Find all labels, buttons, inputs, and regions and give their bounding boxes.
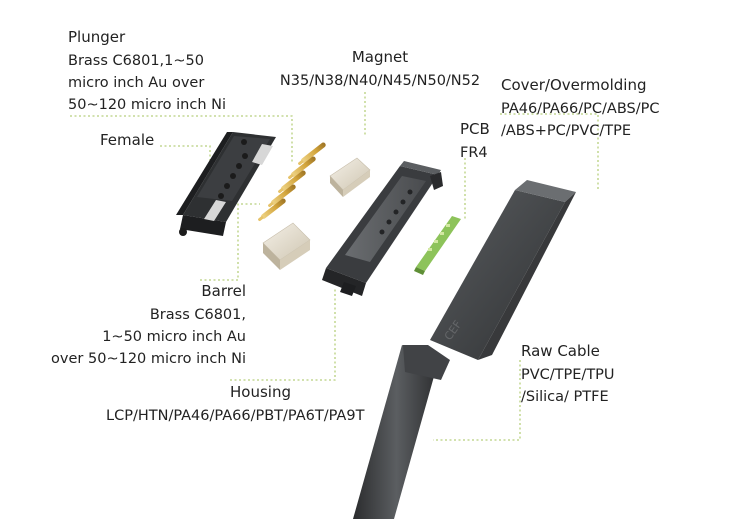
barrel-spec-line-3: over 50~120 micro inch Ni <box>51 351 246 367</box>
raw-cable-title: Raw Cable <box>521 342 600 360</box>
leader-female <box>160 145 211 196</box>
raw-cable-spec-line-1: PVC/TPE/TPU <box>521 367 615 383</box>
pcb-title: PCB <box>460 120 490 138</box>
female-part <box>176 132 276 236</box>
barrel-spec-line-1: Brass C6801, <box>149 307 246 323</box>
cable-assembly: CEF <box>353 180 576 519</box>
magnet-label: Magnet N35/N38/N40/N45/N50/N52 <box>255 46 505 92</box>
plunger-spec-line-1: Brass C6801,1~50 <box>68 53 204 69</box>
pcb-label: PCB FR4 <box>460 118 490 164</box>
cover-title: Cover/Overmolding <box>501 76 647 94</box>
housing-title: Housing <box>230 383 291 401</box>
pcb-part <box>414 216 461 275</box>
magnet-bottom <box>262 222 311 270</box>
housing-label: Housing LCP/HTN/PA46/PA66/PBT/PA6T/PA9T <box>106 381 396 427</box>
leader-plunger <box>70 115 293 164</box>
plunger-title: Plunger <box>68 28 126 46</box>
female-label: Female <box>100 129 154 153</box>
raw-cable-spec-line-2: /Silica/ PTFE <box>521 389 609 405</box>
cover-spec-line-1: PA46/PA66/PC/ABS/PC <box>501 101 660 117</box>
leader-cover <box>500 113 599 191</box>
plunger-spec-line-3: 50~120 micro inch Ni <box>68 97 226 113</box>
pcb-spec-line-1: FR4 <box>460 145 488 161</box>
magnet-spec-line-1: N35/N38/N40/N45/N50/N52 <box>279 73 481 89</box>
barrel-title: Barrel <box>201 282 246 300</box>
female-title: Female <box>100 131 155 149</box>
plunger-spec-line-2: micro inch Au over <box>68 75 205 91</box>
plunger-label: Plunger Brass C6801,1~50 micro inch Au o… <box>68 26 226 116</box>
housing-part <box>322 161 443 296</box>
magnet-title: Magnet <box>351 48 409 66</box>
cover-spec-line-2: /ABS+PC/PVC/TPE <box>501 123 632 139</box>
barrel-label: Barrel Brass C6801, 1~50 micro inch Au o… <box>40 280 246 370</box>
plunger-pins <box>258 142 326 222</box>
leader-raw-cable <box>433 360 521 441</box>
leader-barrel <box>200 203 260 281</box>
barrel-spec-line-2: 1~50 micro inch Au <box>102 329 246 345</box>
cover-label: Cover/Overmolding PA46/PA66/PC/ABS/PC /A… <box>501 74 659 142</box>
raw-cable-label: Raw Cable PVC/TPE/TPU /Silica/ PTFE <box>521 340 615 408</box>
housing-spec-line-1: LCP/HTN/PA46/PA66/PBT/PA6T/PA9T <box>106 408 365 424</box>
leader-housing <box>230 289 336 381</box>
leader-lines <box>70 92 599 441</box>
magnet-top <box>329 157 371 197</box>
